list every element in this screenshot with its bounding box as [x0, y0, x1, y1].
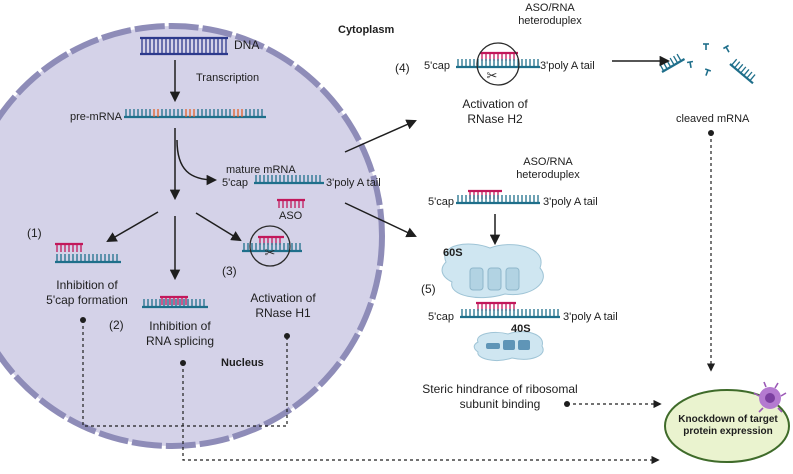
connector-dot — [284, 333, 290, 339]
m4-heteroduplex-line2: heteroduplex — [518, 15, 582, 27]
m5-bound-5cap-label: 5'cap — [428, 311, 454, 323]
m5-heteroduplex-line1: ASO/RNA — [523, 156, 573, 168]
m4-line1: Activation of — [462, 97, 528, 111]
m4-poly-a-label: 3'poly A tail — [540, 60, 595, 72]
connector-m2-outcome — [182, 363, 660, 465]
m5-5cap-label: 5'cap — [428, 196, 454, 208]
dna-strand — [140, 36, 228, 56]
m5-heteroduplex-line2: heteroduplex — [516, 169, 580, 181]
ribosome-60s-slot — [505, 267, 520, 291]
mature-poly-a-label: 3'poly A tail — [326, 177, 381, 189]
arrow-to-mature — [176, 139, 218, 186]
m2-number: (2) — [109, 318, 124, 332]
mature-mrna-label: mature mRNA — [226, 164, 296, 176]
m4-number: (4) — [395, 61, 410, 75]
m4-heteroduplex-line1: ASO/RNA — [525, 2, 575, 14]
m5-number: (5) — [421, 282, 436, 296]
outcome-line2: protein expression — [683, 426, 773, 437]
m4-line2: RNase H2 — [467, 112, 523, 126]
m1-line1: Inhibition of — [56, 278, 118, 292]
arrow-to-rnase-h2 — [344, 119, 417, 153]
m3-line2: RNase H1 — [255, 306, 311, 320]
m5-line2: subunit binding — [459, 397, 541, 411]
m4-5cap-label: 5'cap — [424, 60, 450, 72]
m2-line1: Inhibition of — [149, 319, 211, 333]
ribosome-40s-slot — [486, 343, 500, 349]
m1-line2: 5'cap formation — [46, 293, 128, 307]
inhibition-5cap-duplex — [55, 242, 121, 264]
arrow-to-m3 — [195, 212, 242, 242]
cell-icon — [753, 381, 787, 413]
cleaved-mrna-fragments — [659, 43, 756, 85]
m2-line2: RNA splicing — [145, 334, 215, 348]
transcription-label: Transcription — [196, 72, 260, 84]
m5-poly-a-label: 3'poly A tail — [543, 196, 598, 208]
ribosome-bound-strand — [460, 301, 560, 319]
rnase-h1-enzyme-circle — [249, 225, 291, 267]
rnase-h2-enzyme-circle — [476, 42, 520, 86]
ribosome-60s-slot — [487, 267, 502, 291]
nucleus-membrane — [0, 23, 385, 449]
ribosome-40s-slot — [518, 340, 530, 350]
cleaved-mrna-label: cleaved mRNA — [676, 113, 750, 125]
dna-label: DNA — [234, 38, 260, 52]
pre-mrna-label: pre-mRNA — [70, 111, 122, 123]
heteroduplex-5-strand — [456, 189, 540, 205]
nucleus-label: Nucleus — [221, 357, 264, 369]
arrow-to-steric — [344, 202, 417, 238]
pre-mrna-strand — [124, 109, 266, 119]
rnase-h2-duplex — [456, 51, 540, 69]
aso-label: ASO — [279, 210, 303, 222]
ribosome-60s-slot — [469, 267, 484, 291]
mature-5cap-label: 5'cap — [222, 177, 248, 189]
aso-strand — [277, 198, 305, 208]
scissors-icon: ✂ — [487, 68, 498, 83]
m3-number: (3) — [222, 264, 237, 278]
connector-m1-m3 — [82, 320, 288, 427]
m5-line1: Steric hindrance of ribosomal — [422, 382, 578, 396]
ribosome-40s-slot — [503, 340, 515, 350]
m1-number: (1) — [27, 226, 42, 240]
m5-bound-poly-a-label: 3'poly A tail — [563, 311, 618, 323]
cytoplasm-label: Cytoplasm — [338, 24, 395, 36]
mature-mrna-strand — [254, 175, 324, 185]
scissors-icon: ✂ — [265, 245, 276, 260]
ribosome-60s-label: 60S — [443, 247, 463, 259]
rnase-h1-duplex — [242, 235, 302, 253]
ribosome-40s-label: 40S — [511, 323, 531, 335]
m3-line1: Activation of — [250, 291, 316, 305]
outcome-line1: Knockdown of target — [678, 414, 778, 425]
inhibition-splicing-duplex — [142, 295, 208, 309]
outcome-ellipse — [664, 389, 790, 463]
arrow-to-m1 — [106, 211, 159, 243]
